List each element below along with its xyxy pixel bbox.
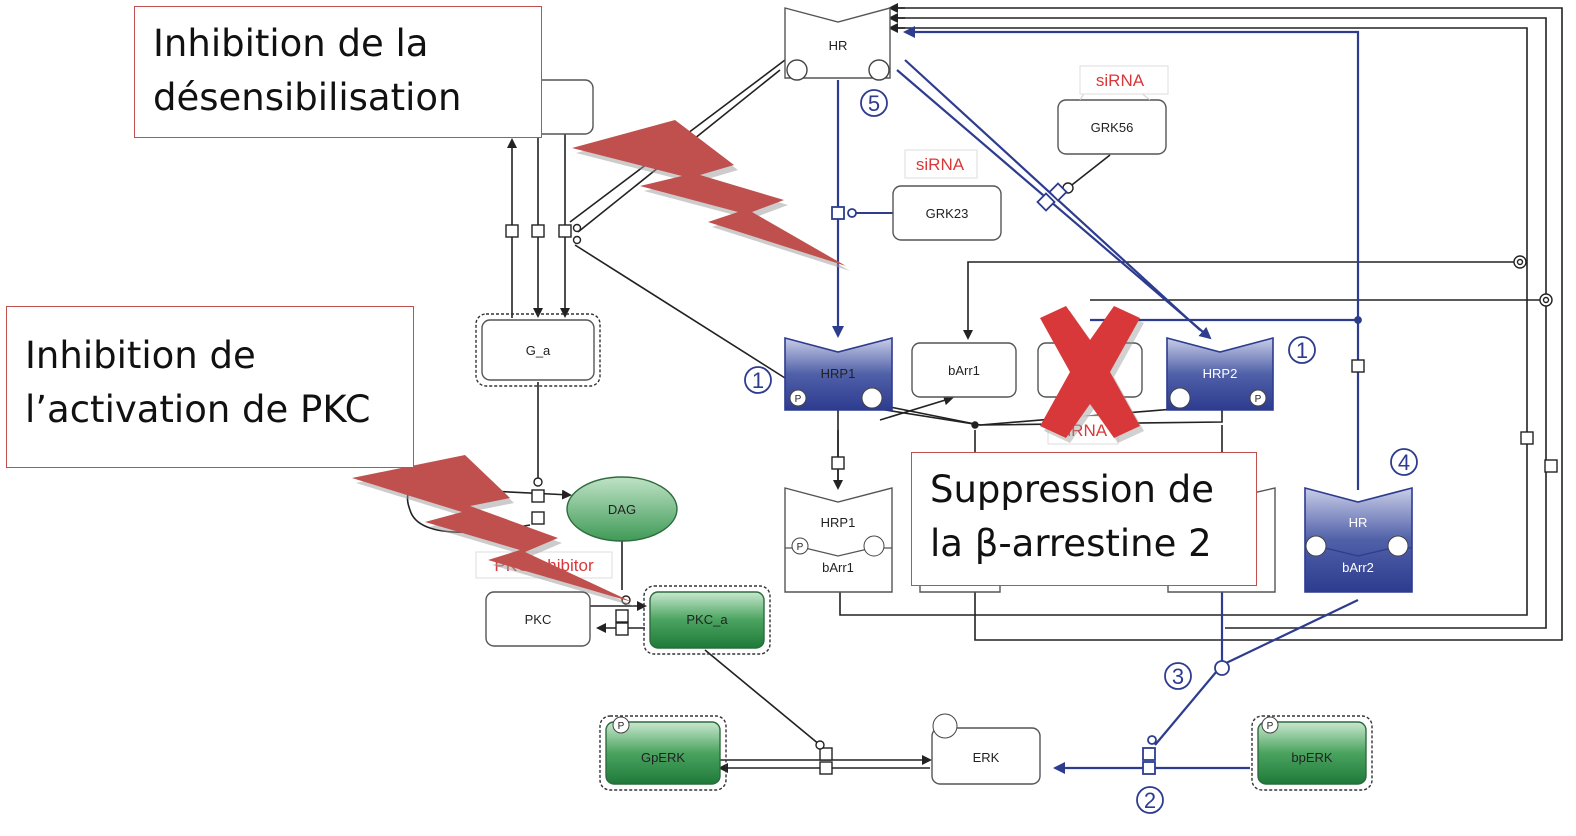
callout-desensitization-line-1: Inhibition de la	[153, 22, 429, 65]
hrp2-phospho-label: P	[1255, 394, 1262, 405]
step-1-left-label: 1	[752, 368, 764, 393]
callout-pkc-line-1: Inhibition de	[25, 334, 256, 377]
hr-barr2-top-label: HR	[1349, 515, 1368, 530]
gperk-phospho-label: P	[618, 721, 625, 732]
lightning-bolt-desensitization	[572, 120, 850, 271]
step-5-label: 5	[868, 91, 880, 116]
node-pkc-a: PKC_a	[643, 585, 771, 655]
suppression-cross-icon	[1040, 306, 1144, 443]
erk-label: ERK	[973, 750, 1000, 765]
barr1-label: bArr1	[948, 363, 980, 378]
node-hr-top: HR	[784, 7, 891, 81]
step-numbers	[744, 89, 1418, 814]
bperk-phospho-label: P	[1267, 721, 1274, 732]
node-hrp1-barr1: P HRP1 bArr1	[784, 487, 893, 593]
hrp2-label: HRP2	[1203, 366, 1238, 381]
node-dag: DAG	[566, 476, 678, 542]
node-grk23: siRNA GRK23	[892, 149, 1002, 241]
hrp1-barr1-bottom-label: bArr1	[822, 560, 854, 575]
hrp1-barr1-top-label: HRP1	[821, 515, 856, 530]
callout-desensitization-line-2: désensibilisation	[153, 76, 462, 119]
callout-pkc-line-2: l’activation de PKC	[25, 388, 371, 431]
step-4-label: 4	[1398, 450, 1410, 475]
pkc-label: PKC	[525, 612, 552, 627]
hrp1-phospho-label: P	[795, 394, 802, 405]
callout-desensitization: Inhibition de la désensibilisation	[134, 6, 542, 138]
node-pkc: PKC	[485, 591, 591, 647]
node-gperk: P GpERK	[599, 715, 727, 791]
callout-barr2-line-1: Suppression de	[930, 468, 1215, 511]
dag-label: DAG	[608, 502, 636, 517]
pkc-a-label: PKC_a	[686, 612, 728, 627]
connector-lines	[406, 3, 1563, 773]
callout-pkc-activation: Inhibition de l’activation de PKC	[6, 306, 414, 468]
sirna-grk23-label: siRNA	[916, 155, 965, 174]
gperk-label: GpERK	[641, 750, 685, 765]
node-barr1: bArr1	[911, 342, 1017, 398]
grk23-label: GRK23	[926, 206, 969, 221]
bperk-label: bpERK	[1291, 750, 1333, 765]
node-hrp1: P HRP1	[784, 336, 893, 411]
node-grk56: siRNA GRK56	[1057, 65, 1169, 155]
hrp1-label: HRP1	[821, 366, 856, 381]
step-1-right-label: 1	[1296, 338, 1308, 363]
callout-barr2: Suppression de la β-arrestine 2	[911, 452, 1257, 586]
node-bperk: P bpERK	[1251, 715, 1373, 791]
connector-markers	[505, 182, 1558, 775]
node-erk: ERK	[931, 713, 1041, 785]
grk56-label: GRK56	[1091, 120, 1134, 135]
pathway-markers	[831, 182, 1362, 775]
lightning-bolt-pkc	[352, 455, 636, 607]
node-g-a: G_a	[475, 313, 601, 387]
step-2-label: 2	[1144, 788, 1156, 813]
hr-barr2-bottom-label: bArr2	[1342, 560, 1374, 575]
node-hrp2: P HRP2	[1166, 336, 1274, 411]
g-a-label: G_a	[526, 343, 551, 358]
hr-top-label: HR	[829, 38, 848, 53]
sirna-grk56-label: siRNA	[1096, 71, 1145, 90]
callout-barr2-line-2: la β-arrestine 2	[930, 522, 1212, 565]
node-hr-barr2: HR bArr2	[1304, 486, 1413, 593]
step-3-label: 3	[1172, 664, 1184, 689]
hrp1-barr1-phospho-label: P	[797, 542, 804, 553]
